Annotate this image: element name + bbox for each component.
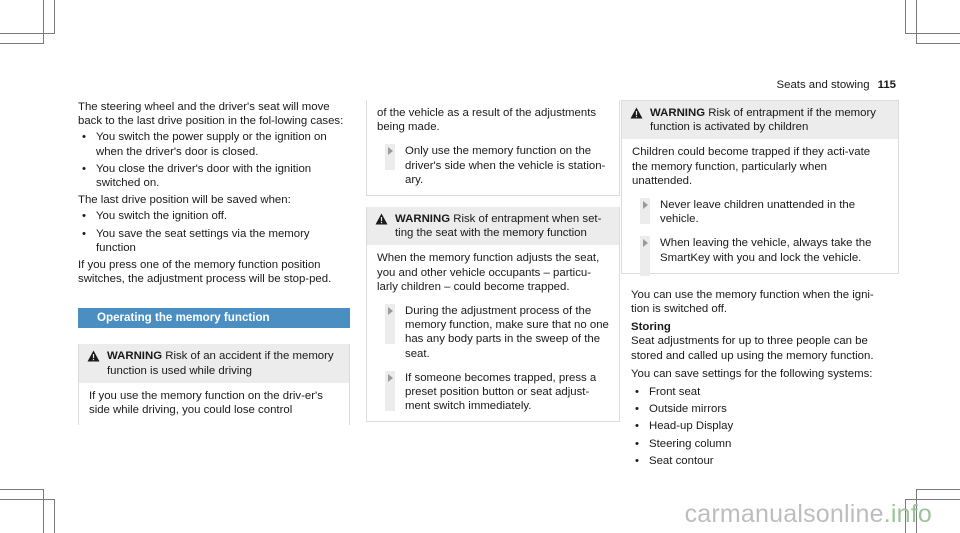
column-1: The steering wheel and the driver's seat…: [78, 100, 350, 426]
warning-text: If you use the memory function on the dr…: [89, 389, 323, 417]
warning-body-continued: of the vehicle as a result of the adjust…: [367, 100, 619, 195]
warning-body: Children could become trapped if they ac…: [622, 139, 898, 277]
intro-paragraph: The steering wheel and the driver's seat…: [78, 101, 344, 128]
crop-mark: [0, 43, 44, 44]
step-arrow-icon: [640, 236, 650, 277]
warning-text: of the vehicle as a result of the adjust…: [377, 107, 597, 134]
warning-title: Risk of entrapment if the memory functio…: [650, 107, 876, 134]
save-intro: You can save settings for the following …: [631, 367, 873, 380]
instruction-step: When leaving the vehicle, always take th…: [632, 236, 888, 277]
crop-mark: [0, 33, 55, 34]
crop-mark: [43, 489, 44, 533]
list-item: You save the seat settings via the memor…: [78, 227, 350, 255]
crop-mark: [916, 0, 917, 44]
column-2: of the vehicle as a result of the adjust…: [366, 100, 620, 423]
warning-box-entrapment-children: WARNING Risk of entrapment if the memory…: [621, 100, 899, 277]
storing-section: You can use the memory function when the…: [621, 274, 899, 468]
warning-word: WARNING: [107, 350, 163, 363]
warning-header: WARNING Risk of entrapment when set-ting…: [367, 207, 619, 246]
step-arrow-icon: [640, 198, 650, 225]
step-arrow-icon: [385, 304, 395, 345]
crop-mark: [54, 0, 55, 34]
instruction-step: Never leave children unattended in the v…: [632, 198, 888, 226]
warning-word: WARNING: [395, 213, 451, 226]
section-name: Seats and stowing: [776, 79, 870, 91]
list-item: Outside mirrors: [631, 402, 889, 416]
warning-body: When the memory function adjusts the sea…: [367, 245, 619, 421]
crop-mark: [43, 0, 44, 44]
warning-box-accident-continued: of the vehicle as a result of the adjust…: [366, 100, 620, 197]
watermark-suffix: .info: [883, 500, 932, 528]
step-text: Never leave children unattended in the v…: [660, 199, 856, 226]
step-arrow-icon: [385, 370, 395, 411]
storing-paragraph: Seat adjustments for up to three people …: [631, 335, 874, 362]
warning-triangle-icon: [630, 107, 643, 119]
warning-header: WARNING Risk of an accident if the memor…: [79, 344, 349, 383]
list-item: You switch the power supply or the ignit…: [78, 130, 350, 158]
crop-mark: [0, 499, 55, 500]
step-text: Only use the memory function on the driv…: [405, 145, 606, 186]
cases-list: You switch the power supply or the ignit…: [78, 130, 350, 190]
instruction-step: If someone becomes trapped, press a pres…: [377, 370, 609, 414]
press-paragraph: If you press one of the memory function …: [78, 259, 332, 286]
page-number: 115: [877, 79, 896, 91]
warning-text: When the memory function adjusts the sea…: [377, 252, 600, 293]
storing-heading: Storing: [631, 321, 671, 334]
warning-triangle-icon: [87, 350, 100, 362]
list-item: Front seat: [631, 385, 889, 399]
warning-title: Risk of an accident if the memory functi…: [107, 350, 334, 377]
warning-title: Risk of entrapment when set-ting the sea…: [395, 213, 602, 240]
crop-mark: [905, 499, 960, 500]
crop-mark: [54, 499, 55, 533]
instruction-step: During the adjustment process of the mem…: [377, 304, 609, 361]
systems-list: Front seat Outside mirrors Head-up Displ…: [631, 385, 889, 468]
instruction-step: Only use the memory function on the driv…: [377, 144, 609, 187]
watermark: carmanualsonline.info: [685, 499, 932, 529]
crop-mark: [905, 0, 906, 34]
saved-intro: The last drive position will be saved wh…: [78, 194, 291, 207]
warning-word: WARNING: [650, 107, 706, 119]
warning-body: If you use the memory function on the dr…: [79, 383, 349, 425]
use-paragraph: You can use the memory function when the…: [631, 288, 874, 316]
crop-mark: [905, 499, 906, 533]
section-heading: Operating the memory function: [78, 308, 350, 329]
crop-mark: [0, 489, 44, 490]
crop-mark: [916, 43, 960, 44]
column-3: WARNING Risk of entrapment if the memory…: [621, 100, 899, 471]
list-item: You switch the ignition off.: [78, 209, 350, 223]
step-text: When leaving the vehicle, always take th…: [660, 237, 872, 264]
running-header: Seats and stowing 115: [777, 78, 896, 92]
warning-text: Children could become trapped if they ac…: [632, 146, 871, 187]
step-text: During the adjustment process of the mem…: [405, 305, 609, 360]
step-text: If someone becomes trapped, press a pres…: [405, 371, 597, 413]
list-item: You close the driver's door with the ign…: [78, 162, 350, 190]
crop-mark: [916, 489, 960, 490]
crop-mark: [905, 33, 960, 34]
list-item: Head-up Display: [631, 419, 889, 433]
list-item: Seat contour: [631, 454, 889, 468]
warning-triangle-icon: [375, 213, 388, 225]
saved-list: You switch the ignition off. You save th…: [78, 209, 350, 255]
step-arrow-icon: [385, 144, 395, 171]
warning-box-entrapment-seat: WARNING Risk of entrapment when set-ting…: [366, 207, 620, 423]
warning-header: WARNING Risk of entrapment if the memory…: [622, 101, 898, 140]
watermark-text: carmanualsonline: [684, 500, 884, 528]
warning-box-accident: WARNING Risk of an accident if the memor…: [78, 344, 350, 426]
list-item: Steering column: [631, 437, 889, 451]
crop-mark: [916, 489, 917, 533]
